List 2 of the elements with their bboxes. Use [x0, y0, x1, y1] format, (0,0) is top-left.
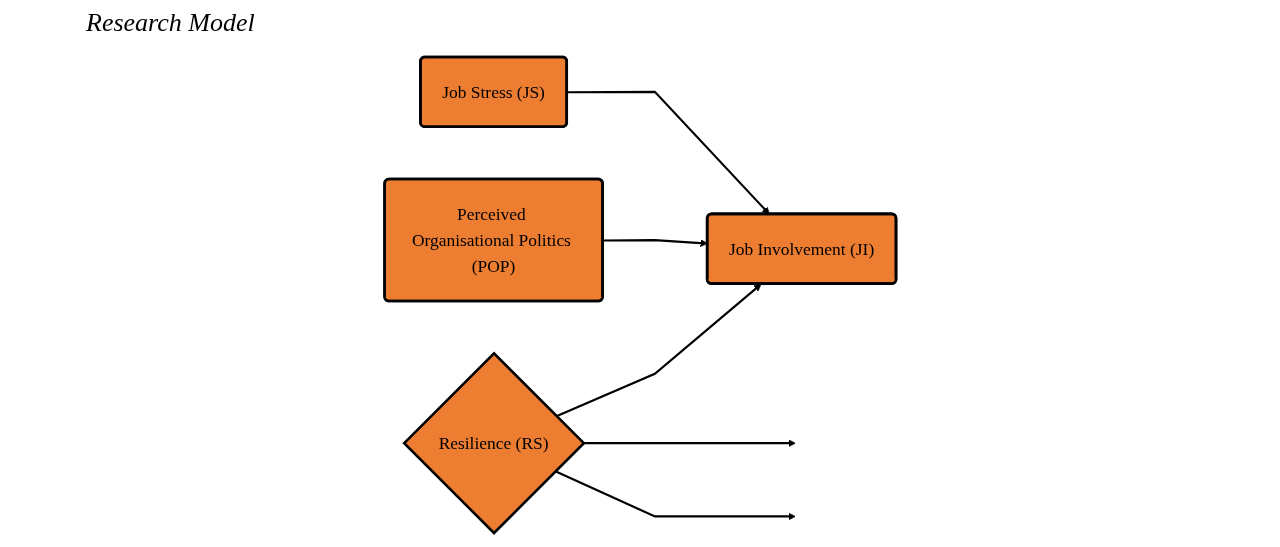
node-diamond: Resilience (RS) — [402, 351, 586, 535]
diagram-title: Research Model — [86, 8, 255, 38]
